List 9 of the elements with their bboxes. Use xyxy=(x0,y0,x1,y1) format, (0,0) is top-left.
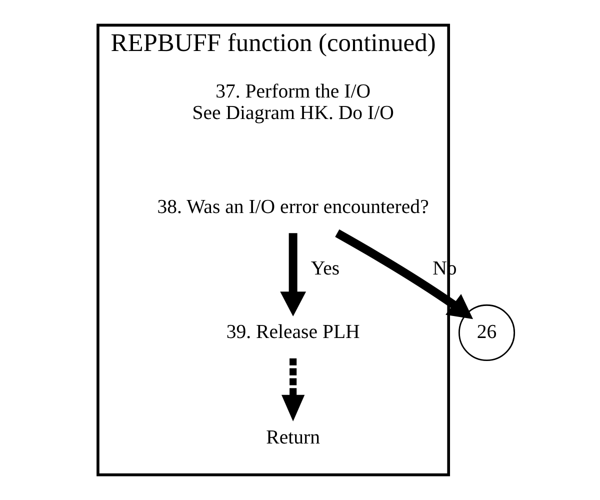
arrow xyxy=(281,358,304,422)
node-circle: 26 xyxy=(458,304,515,361)
edge-label: Yes xyxy=(310,257,340,280)
node-text: 38. Was an I/O error encountered? xyxy=(156,196,428,218)
node-text: Return xyxy=(266,426,320,448)
node-text: 39. Release PLH xyxy=(226,320,360,343)
node-text: 37. Perform the I/O See Diagram HK. Do I/O xyxy=(192,80,394,124)
arrow xyxy=(334,229,473,320)
arrow xyxy=(280,233,306,316)
